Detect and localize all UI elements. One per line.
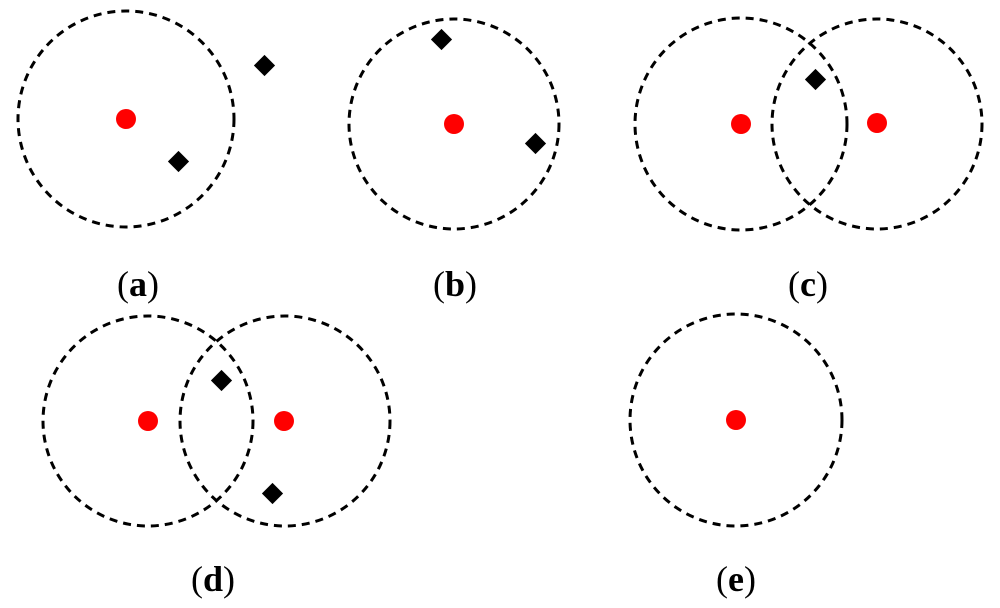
- panel-c: (c): [633, 16, 984, 304]
- center-dot-icon: [867, 113, 887, 133]
- center-dot-icon: [274, 411, 294, 431]
- panel-label-c: (c): [788, 264, 828, 304]
- range-circle: [633, 16, 849, 232]
- diamond-icon: [167, 150, 190, 173]
- diamond-icon: [261, 482, 284, 505]
- panel-label-b: (b): [433, 264, 477, 304]
- diamond-icon: [210, 369, 233, 392]
- range-circle: [178, 314, 392, 528]
- panel-a: (a): [16, 9, 276, 304]
- center-dot-icon: [731, 114, 751, 134]
- center-dot-icon: [138, 411, 158, 431]
- panel-label-d: (d): [191, 559, 235, 599]
- panel-e: (e): [628, 312, 844, 599]
- diamond-icon: [524, 132, 547, 155]
- center-dot-icon: [116, 109, 136, 129]
- panel-label-a: (a): [117, 264, 159, 304]
- center-dot-icon: [726, 410, 746, 430]
- diamond-icon: [804, 68, 827, 91]
- range-circle: [347, 17, 561, 231]
- center-dot-icon: [444, 114, 464, 134]
- range-circle: [16, 9, 236, 229]
- panel-d: (d): [41, 314, 392, 599]
- range-circle: [41, 314, 255, 528]
- panel-b: (b): [347, 17, 561, 304]
- panel-label-e: (e): [716, 559, 756, 599]
- diamond-icon: [253, 54, 276, 77]
- diamond-icon: [430, 28, 453, 51]
- range-circle: [628, 312, 844, 528]
- range-circle: [770, 17, 984, 231]
